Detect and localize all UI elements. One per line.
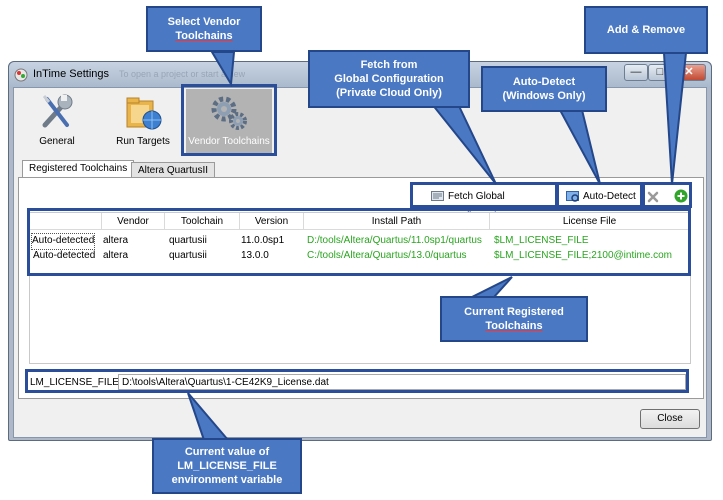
callout-env-var: Current value of LM_LICENSE_FILE environ… (152, 438, 302, 494)
callout-autodetect: Auto-Detect (Windows Only) (481, 66, 607, 112)
callout-current-line2: Toolchains (485, 320, 543, 332)
col-toolchain[interactable]: Toolchain (165, 213, 240, 230)
callout-autodetect-line1: Auto-Detect (512, 76, 576, 88)
table-row[interactable]: Auto-detected altera quartusii 11.0.0sp1… (30, 233, 689, 250)
category-run-targets[interactable]: Run Targets (100, 89, 186, 153)
callout-autodetect-line2: (Windows Only) (502, 90, 586, 102)
row-source: Auto-detected (33, 250, 96, 261)
env-var-value-field[interactable]: D:\tools\Altera\Quartus\1-CE42K9_License… (118, 374, 686, 390)
row-toolchain: quartusii (169, 235, 207, 246)
category-general-label: General (39, 136, 75, 147)
auto-detect-button[interactable]: Auto-Detect (563, 187, 643, 207)
folder-globe-icon (126, 97, 162, 130)
wrench-screwdriver-icon (42, 94, 73, 128)
callout-add-remove-text: Add & Remove (606, 24, 686, 36)
category-general[interactable]: General (14, 89, 100, 153)
fetch-config-icon (431, 191, 444, 201)
callout-select-vendor-line1: Select Vendor (167, 16, 241, 28)
callout-fetch-line1: Fetch from (360, 59, 418, 71)
row-install-path: D:/tools/Altera/Quartus/11.0sp1/quartus (307, 235, 482, 246)
category-vendor-toolchains-label: Vendor Toolchains (188, 136, 270, 147)
toolchains-table[interactable]: Vendor Toolchain Version Install Path Li… (29, 212, 691, 364)
pointer-fetch (429, 103, 497, 185)
callout-add-remove: Add & Remove (584, 6, 708, 54)
callout-select-vendor-line2: Toolchains (175, 30, 233, 42)
pointer-select-vendor (210, 51, 236, 88)
col-install-path[interactable]: Install Path (304, 213, 490, 230)
auto-detect-icon (566, 191, 579, 202)
row-install-path: C:/tools/Altera/Quartus/13.0/quartus (307, 250, 467, 261)
row-license: $LM_LICENSE_FILE;2100@intime.com (494, 250, 673, 261)
row-vendor: altera (103, 250, 129, 261)
blurred-caption: To open a project or start a new (119, 69, 246, 79)
col-source[interactable] (30, 213, 102, 230)
callout-fetch-line2: Global Configuration (334, 73, 444, 85)
row-license: $LM_LICENSE_FILE (494, 235, 589, 246)
callout-fetch-line3: (Private Cloud Only) (336, 87, 442, 99)
close-button[interactable]: Close (640, 409, 700, 429)
row-version: 11.0.0sp1 (241, 235, 285, 246)
minimize-button[interactable]: — (624, 64, 648, 81)
category-vendor-toolchains[interactable]: Vendor Toolchains (186, 89, 272, 153)
plus-icon (674, 189, 688, 203)
callout-fetch: Fetch from Global Configuration (Private… (308, 50, 470, 108)
pointer-envvar (187, 392, 231, 441)
pointer-add-remove (662, 52, 688, 185)
category-run-targets-label: Run Targets (116, 136, 170, 147)
pointer-current (471, 276, 513, 298)
col-vendor[interactable]: Vendor (102, 213, 165, 230)
callout-current-line1: Current Registered (464, 306, 564, 318)
pointer-autodetect (558, 109, 601, 185)
callout-envvar-line1: Current value of (184, 446, 270, 458)
callout-envvar-line3: environment variable (171, 474, 283, 486)
add-toolchain-button[interactable] (674, 189, 688, 203)
table-row[interactable]: Auto-detected altera quartusii 13.0.0 C:… (30, 248, 689, 263)
callout-envvar-line2: LM_LICENSE_FILE (177, 460, 277, 472)
gears-icon (211, 96, 247, 130)
app-icon (14, 68, 28, 82)
callout-select-vendor: Select Vendor Toolchains (146, 6, 262, 52)
tab-altera-quartusii[interactable]: Altera QuartusII (131, 162, 216, 178)
callout-current-registered: Current Registered Toolchains (440, 296, 588, 342)
row-source: Auto-detected (31, 233, 96, 250)
col-version[interactable]: Version (240, 213, 304, 230)
row-toolchain: quartusii (169, 250, 207, 261)
window-title: InTime Settings (33, 68, 110, 80)
col-license-file[interactable]: License File (490, 213, 689, 230)
env-var-label: LM_LICENSE_FILE = (30, 377, 128, 388)
remove-toolchain-button[interactable] (646, 190, 660, 204)
row-version: 13.0.0 (241, 250, 269, 261)
auto-detect-label: Auto-Detect (583, 191, 636, 202)
row-vendor: altera (103, 235, 129, 246)
x-icon (647, 191, 659, 203)
